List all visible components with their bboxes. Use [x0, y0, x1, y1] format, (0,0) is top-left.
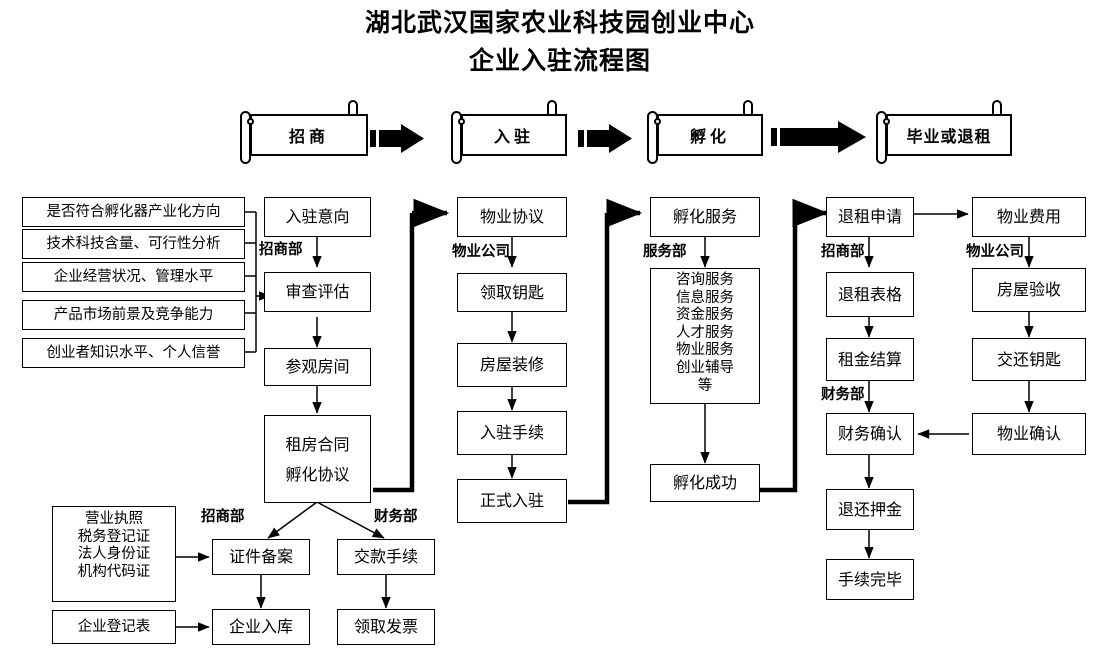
rental-contract-line1: 租房合同	[285, 435, 350, 454]
banner-hook-icon	[992, 100, 1002, 114]
step-property-agreement[interactable]: 物业协议	[457, 197, 567, 237]
success-to-exit-connector	[760, 213, 798, 493]
banner-scroll-roll	[876, 111, 887, 164]
banner-knob-icon	[458, 118, 465, 125]
step-rental-contract[interactable]: 租房合同 孵化协议	[264, 415, 371, 503]
step-incubation-success[interactable]: 孵化成功	[650, 464, 760, 502]
banner-hook-icon	[348, 100, 358, 114]
arrow-contract-to-filing	[267, 501, 318, 539]
service-list[interactable]: 咨询服务 信息服务 资金服务 人才服务 物业服务 创业辅导 等	[650, 268, 760, 404]
dept-label-finance-2: 财务部	[374, 509, 418, 525]
service-item-3: 资金服务	[676, 307, 734, 324]
dept-label-recruit-2: 招商部	[821, 244, 865, 260]
step-get-keys[interactable]: 领取钥匙	[457, 273, 567, 312]
criteria-item-1[interactable]: 是否符合孵化器产业化方向	[22, 197, 245, 227]
banner-knob-icon	[247, 118, 254, 125]
dept-label-recruit-3: 招商部	[201, 509, 245, 525]
stage-banner-2[interactable]: 入驻	[451, 100, 571, 164]
banner-hook-icon	[547, 100, 557, 114]
step-movein-procedures[interactable]: 入驻手续	[457, 411, 567, 455]
registration-form-box[interactable]: 企业登记表	[52, 610, 176, 644]
step-incubation-service[interactable]: 孵化服务	[650, 197, 760, 237]
document-item-4: 机构代码证	[77, 563, 151, 580]
stage-arrow-2	[578, 124, 632, 153]
banner-knob-icon	[654, 118, 661, 125]
stage-arrow-1	[370, 124, 424, 153]
dept-label-service: 服务部	[643, 244, 687, 260]
dept-label-property-1: 物业公司	[452, 244, 510, 260]
movein-to-incubate-connector	[568, 213, 610, 505]
step-enterprise-storage[interactable]: 企业入库	[212, 609, 310, 645]
step-payment-procedure[interactable]: 交款手续	[337, 539, 435, 575]
dept-label-finance-1: 财务部	[821, 387, 865, 403]
stage-arrow-3	[771, 121, 866, 153]
service-item-1: 咨询服务	[676, 272, 734, 288]
criteria-item-4[interactable]: 产品市场前景及竞争能力	[22, 300, 245, 330]
contract-to-property-connector	[373, 213, 415, 493]
step-visit-room[interactable]: 参观房间	[264, 348, 371, 386]
document-item-3: 法人身份证	[77, 546, 151, 563]
step-property-fee[interactable]: 物业费用	[972, 197, 1086, 237]
criteria-item-3[interactable]: 企业经营状况、管理水平	[22, 262, 245, 292]
step-review-assessment[interactable]: 审查评估	[264, 272, 371, 312]
document-item-1: 营业执照	[85, 511, 143, 527]
step-rent-settlement[interactable]: 租金结算	[826, 338, 914, 381]
criteria-item-5[interactable]: 创业者知识水平、个人信誉	[22, 338, 245, 368]
banner-hook-icon	[743, 100, 753, 114]
rental-contract-line2: 孵化协议	[285, 465, 350, 484]
step-return-keys[interactable]: 交还钥匙	[972, 338, 1086, 381]
step-finance-confirm[interactable]: 财务确认	[826, 413, 914, 455]
service-item-6: 创业辅导	[676, 359, 734, 376]
service-item-2: 信息服务	[676, 289, 734, 306]
step-exit-application[interactable]: 退租申请	[826, 197, 914, 237]
criteria-item-2[interactable]: 技术科技含量、可行性分析	[22, 229, 245, 259]
step-house-decoration[interactable]: 房屋装修	[457, 343, 567, 387]
step-document-filing[interactable]: 证件备案	[212, 539, 310, 575]
banner-scroll-roll	[647, 111, 658, 164]
stage-label-4: 毕业或退租	[886, 114, 1012, 156]
service-item-4: 人才服务	[676, 324, 734, 341]
stage-label-3: 孵化	[657, 114, 763, 156]
step-official-movein[interactable]: 正式入驻	[457, 479, 567, 523]
banner-knob-icon	[883, 118, 890, 125]
required-documents-box[interactable]: 营业执照 税务登记证 法人身份证 机构代码证	[52, 506, 176, 602]
step-exit-form[interactable]: 退租表格	[826, 272, 914, 317]
stage-banner-4[interactable]: 毕业或退租	[876, 100, 1016, 164]
step-deposit-refund[interactable]: 退还押金	[826, 489, 914, 530]
stage-label-2: 入驻	[461, 114, 567, 156]
step-property-confirm[interactable]: 物业确认	[972, 413, 1086, 455]
page-subtitle: 企业入驻流程图	[468, 46, 651, 75]
stage-banner-1[interactable]: 招商	[240, 100, 372, 164]
service-item-7: 等	[697, 377, 713, 394]
step-procedures-complete[interactable]: 手续完毕	[826, 559, 914, 600]
step-house-inspection[interactable]: 房屋验收	[972, 268, 1086, 312]
banner-scroll-roll	[451, 111, 462, 164]
stage-banner-3[interactable]: 孵化	[647, 100, 767, 164]
stage-label-1: 招商	[250, 114, 368, 156]
banner-scroll-roll	[240, 111, 251, 164]
step-get-invoice[interactable]: 领取发票	[337, 609, 435, 645]
document-item-2: 税务登记证	[77, 528, 151, 545]
page-title: 湖北武汉国家农业科技园创业中心	[364, 8, 755, 37]
service-item-5: 物业服务	[676, 342, 734, 359]
step-entry-intention[interactable]: 入驻意向	[264, 197, 371, 237]
dept-label-recruit-1: 招商部	[259, 242, 303, 258]
criteria-bracket	[245, 211, 257, 353]
dept-label-property-2: 物业公司	[966, 244, 1024, 260]
